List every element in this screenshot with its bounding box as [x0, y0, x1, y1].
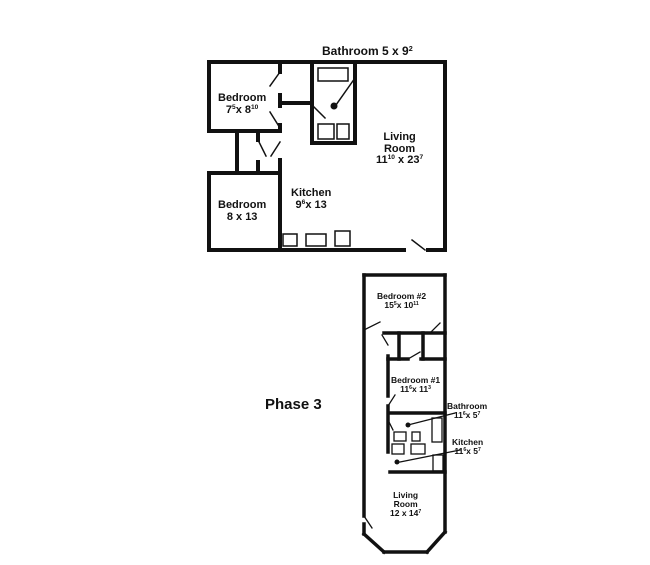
- plan-a-walls: [207, 60, 447, 252]
- label-bedroom-bottom: Bedroom 8 x 13: [218, 199, 267, 223]
- bathroom-b-pointer-dot: [405, 422, 411, 428]
- kitchen-b-pointer-dot: [394, 459, 400, 465]
- plan-b-walls: [361, 273, 448, 555]
- label-bathroom-a: Bathroom 5 x 92: [322, 44, 413, 59]
- label-kitchen-b: Kitchen 116x 57: [452, 437, 484, 456]
- label-living-b: Living Room 12 x 147: [390, 490, 422, 518]
- label-bedroom-top: Bedroom 75x 810: [218, 92, 267, 116]
- plan-b-fixtures: [363, 321, 461, 529]
- label-bedroom1: Bedroom #1 116x 113: [391, 375, 441, 394]
- phase-title: Phase 3: [265, 396, 322, 413]
- plan-a-doors: [256, 67, 427, 252]
- label-bathroom-b: Bathroom 116x 57: [447, 401, 488, 420]
- label-kitchen-a: Kitchen 96x 13: [291, 187, 332, 211]
- label-living-a: Living Room 1110 x 237: [376, 131, 424, 167]
- label-bedroom2: Bedroom #2 155x 1011: [377, 291, 427, 310]
- bathroom-pointer-dot: [330, 102, 338, 110]
